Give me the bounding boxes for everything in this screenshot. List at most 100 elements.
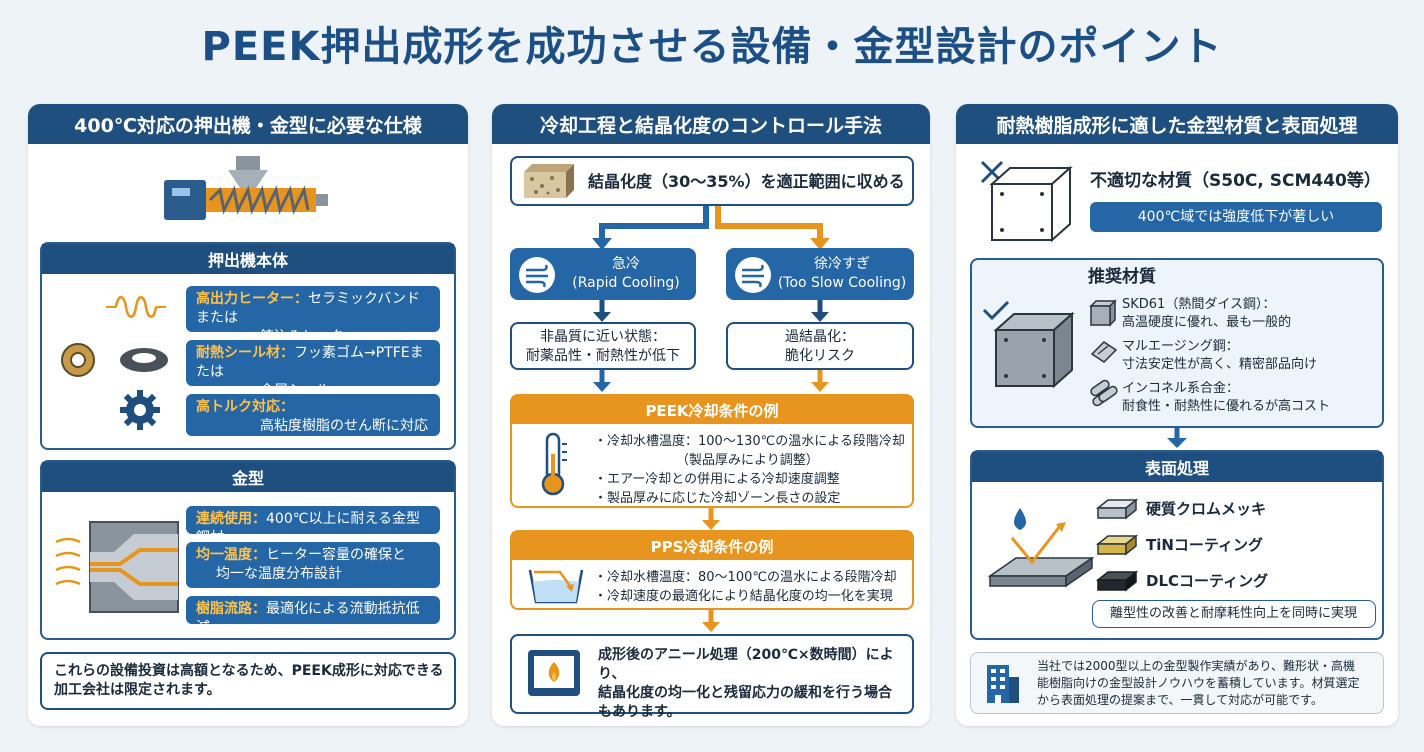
material-2-desc: 寸法安定性が高く、精密部品向け bbox=[1122, 357, 1318, 372]
down-arrows-1 bbox=[593, 300, 829, 322]
pps-line-2: ・冷却速度の最適化により結晶化度の均一化を実現 bbox=[594, 589, 893, 604]
surface-treatment-box: 表面処理 硬質クロムメッキ TiNコーティング DLCコーティング bbox=[970, 450, 1384, 640]
peek-conditions-box: PEEK冷却条件の例 ・冷却水槽温度：100～130℃の温水による段階冷却 （製… bbox=[510, 394, 914, 508]
pps-header: PPS冷却条件の例 bbox=[512, 532, 912, 560]
heater-text: セラミックバンドまたは bbox=[196, 291, 420, 326]
extruder-header: 押出機本体 bbox=[42, 244, 454, 274]
peek-line-2: （製品厚みにより調整） bbox=[676, 453, 819, 468]
left-note-line1: これらの設備投資は高額となるため、PEEK成形に対応できる bbox=[54, 663, 444, 679]
down-arrows-2 bbox=[593, 370, 829, 392]
steel-block-icon bbox=[993, 311, 1075, 389]
steel-block-icon bbox=[989, 165, 1073, 243]
slow-result-2: 脆化リスク bbox=[785, 348, 855, 364]
heater-icon bbox=[106, 296, 166, 318]
bad-material-title: 不適切な材質（S50C, SCM440等） bbox=[1090, 171, 1381, 191]
skd61-block-icon bbox=[1089, 299, 1117, 327]
resin-path-key: 樹脂流路： bbox=[196, 601, 266, 617]
slow-cooling-box: 徐冷すぎ (Too Slow Cooling) bbox=[726, 248, 914, 300]
anneal-line-2: 結晶化度の均一化と残留応力の緩和を行う場合 bbox=[598, 685, 892, 701]
mold-flow-icon bbox=[55, 521, 179, 613]
extruder-illustration bbox=[164, 156, 328, 220]
continuous-key: 連続使用： bbox=[196, 511, 266, 527]
peek-line-1: ・冷却水槽温度：100～130℃の温水による段階冷却 bbox=[594, 434, 905, 449]
company-line-2: 能樹脂向けの金型設計ノウハウを蓄積しています。材質選定 bbox=[1037, 676, 1360, 690]
company-line-3: から表面処理の提案まで、一貫して対応が可能です。 bbox=[1037, 693, 1323, 707]
rapid-cooling-box: 急冷 (Rapid Cooling) bbox=[510, 248, 696, 300]
rapid-result-1: 非晶質に近い状態： bbox=[540, 329, 666, 345]
surface-note: 離型性の改善と耐摩耗性向上を同時に実現 bbox=[1092, 600, 1376, 628]
rapid-sub: (Rapid Cooling) bbox=[572, 275, 680, 291]
surface-note-text: 離型性の改善と耐摩耗性向上を同時に実現 bbox=[1109, 606, 1357, 621]
wind-icon bbox=[735, 257, 771, 293]
rapid-result-box: 非晶質に近い状態： 耐薬品性・耐熱性が低下 bbox=[510, 322, 696, 370]
recommended-title: 推奨材質 bbox=[1088, 267, 1156, 287]
left-panel: 400℃対応の押出機・金型に必要な仕様 押出機本体 高出力ヒーター：セラミックバ… bbox=[28, 104, 468, 726]
slow-result-1: 過結晶化： bbox=[785, 329, 855, 345]
dlc-plate-icon bbox=[1095, 570, 1139, 592]
seal-key: 耐熱シール材： bbox=[196, 345, 294, 361]
material-1-name: SKD61（熱間ダイス鋼）： bbox=[1122, 297, 1276, 312]
continuous-tag: 連続使用：400℃以上に耐える金型鋼材 bbox=[186, 506, 440, 546]
treatment-1: 硬質クロムメッキ bbox=[1146, 500, 1267, 518]
material-3-desc: 耐食性・耐熱性に優れるが高コスト bbox=[1122, 399, 1331, 414]
seal-icon bbox=[61, 343, 168, 377]
seal-text: フッ素ゴム→PTFEまたは bbox=[196, 345, 424, 380]
uniform-key: 均一温度： bbox=[196, 547, 266, 563]
recommended-box: 推奨材質 SKD61（熱間ダイス鋼）： 高温硬度に優れ、最も一般的 マルエージン… bbox=[970, 258, 1384, 428]
crystal-block-icon bbox=[524, 164, 574, 198]
anneal-line-1: 成形後のアニール処理（200℃×数時間）により、 bbox=[598, 647, 894, 682]
anneal-line-3: もあります。 bbox=[598, 704, 681, 720]
inconel-rods-icon bbox=[1090, 379, 1118, 407]
treatment-2: TiNコーティング bbox=[1146, 536, 1264, 554]
surface-header: 表面処理 bbox=[972, 452, 1382, 482]
material-3-name: インコネル系合金： bbox=[1122, 381, 1240, 396]
slow-result-box: 過結晶化： 脆化リスク bbox=[726, 322, 914, 370]
middle-panel-header: 冷却工程と結晶化度のコントロール手法 bbox=[492, 104, 930, 144]
heater-tag: 高出力ヒーター：セラミックバンドまたは 鋳込みヒーター bbox=[186, 286, 440, 345]
treatment-3: DLCコーティング bbox=[1146, 572, 1269, 590]
company-line-1: 当社では2000型以上の金型製作実績があり、難形状・高機 bbox=[1037, 659, 1356, 673]
anneal-box: 成形後のアニール処理（200℃×数時間）により、 結晶化度の均一化と残留応力の緩… bbox=[510, 634, 914, 720]
mold-box: 金型 連続使用：400℃以上に耐える金型鋼材 均一温度：ヒーター容量の確保と 均… bbox=[40, 460, 456, 640]
heater-key: 高出力ヒーター： bbox=[196, 291, 308, 307]
down-arrow-right bbox=[1167, 428, 1187, 448]
seal-tag: 耐熱シール材：フッ素ゴム→PTFEまたは 金属シール bbox=[186, 340, 440, 399]
material-2-name: マルエージング鋼： bbox=[1122, 339, 1239, 354]
right-panel-header: 耐熱樹脂成形に適した金型材質と表面処理 bbox=[956, 104, 1398, 144]
maraging-bar-icon bbox=[1090, 341, 1118, 363]
thermometer-icon bbox=[541, 432, 567, 496]
down-arrow-3 bbox=[702, 508, 720, 530]
right-panel: 耐熱樹脂成形に適した金型材質と表面処理 不適切な材質（S50C, SCM440等… bbox=[956, 104, 1398, 726]
extruder-box: 押出機本体 高出力ヒーター：セラミックバンドまたは 鋳込みヒーター 耐熱シール材… bbox=[40, 242, 456, 450]
wind-icon bbox=[519, 257, 555, 293]
rapid-title: 急冷 bbox=[612, 256, 640, 272]
material-1-desc: 高温硬度に優れ、最も一般的 bbox=[1122, 315, 1292, 330]
company-note-box: 当社では2000型以上の金型製作実績があり、難形状・高機 能樹脂向けの金型設計ノ… bbox=[970, 652, 1384, 714]
uniform-text2: 均一な温度分布設計 bbox=[216, 566, 342, 582]
uniform-text: ヒーター容量の確保と bbox=[266, 547, 406, 563]
down-arrow-4 bbox=[702, 610, 720, 632]
left-note-line2: 加工会社は限定されます。 bbox=[54, 682, 221, 698]
chrome-plate-icon bbox=[1095, 498, 1139, 520]
torque-tag: 高トルク対応： 高粘度樹脂のせん断に対応 bbox=[186, 394, 440, 436]
torque-key: 高トルク対応： bbox=[196, 399, 294, 415]
peek-line-3: ・エアー冷却との併用による冷却速度調整 bbox=[594, 472, 840, 487]
building-icon bbox=[987, 665, 1019, 703]
slow-sub: (Too Slow Cooling) bbox=[777, 275, 907, 291]
goal-box: 結晶化度（30～35%）を適正範囲に収める bbox=[510, 156, 914, 206]
slow-title: 徐冷すぎ bbox=[814, 256, 870, 272]
branch-arrows bbox=[592, 206, 830, 250]
bad-material-note: 400℃域では強度低下が著しい bbox=[1090, 202, 1382, 232]
water-tank-icon bbox=[528, 569, 584, 604]
check-icon bbox=[982, 300, 1010, 321]
water-repel-icon bbox=[987, 508, 1095, 588]
torque-text2: 高粘度樹脂のせん断に対応 bbox=[260, 418, 428, 434]
rapid-result-2: 耐薬品性・耐熱性が低下 bbox=[526, 348, 680, 364]
resin-path-tag: 樹脂流路：最適化による流動抵抗低減 bbox=[186, 596, 440, 636]
gear-icon bbox=[120, 390, 160, 430]
goal-text: 結晶化度（30～35%）を適正範囲に収める bbox=[588, 172, 905, 191]
left-panel-header: 400℃対応の押出機・金型に必要な仕様 bbox=[28, 104, 468, 144]
oven-icon bbox=[528, 650, 580, 696]
middle-panel: 冷却工程と結晶化度のコントロール手法 結晶化度（30～35%）を適正範囲に収める… bbox=[492, 104, 930, 726]
peek-header: PEEK冷却条件の例 bbox=[512, 396, 912, 424]
